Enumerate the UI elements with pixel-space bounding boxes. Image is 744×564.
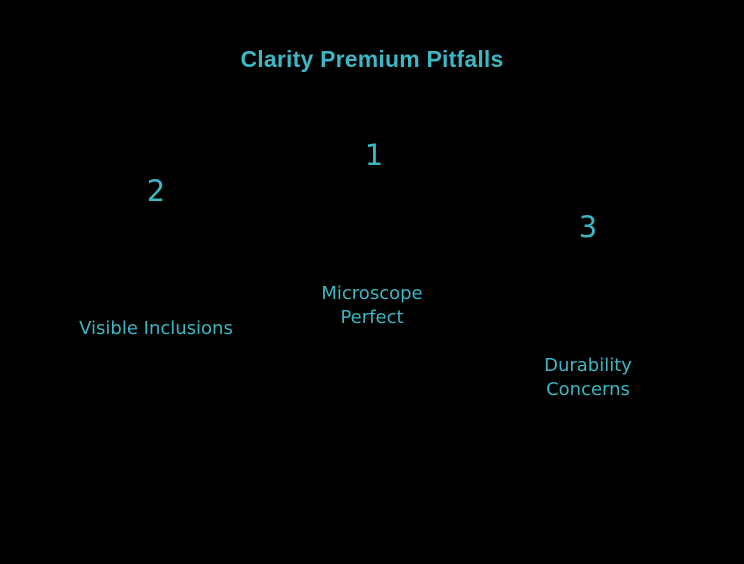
rank-number: 3 — [578, 210, 598, 244]
podium-label-line: Microscope — [321, 283, 423, 304]
podium-label: Visible Inclusions — [79, 318, 233, 339]
podium-label-line: Durability — [544, 355, 632, 376]
podium-rank-1: 1 Microscope Perfect — [278, 134, 466, 564]
rank-number: 1 — [364, 138, 384, 172]
podium-bar — [494, 256, 682, 564]
chart-title: Clarity Premium Pitfalls — [240, 46, 504, 72]
podium-rank-2: 2 Visible Inclusions — [62, 170, 250, 564]
podium-bar — [62, 220, 250, 564]
podium-label-line: Concerns — [546, 379, 630, 400]
podium-rank-3: 3 Durability Concerns — [494, 206, 682, 564]
rank-number: 2 — [146, 174, 166, 208]
podium-bar — [278, 184, 466, 564]
podium-label: Microscope Perfect — [278, 282, 466, 330]
podium-label: Durability Concerns — [494, 354, 682, 402]
podium-label-line: Perfect — [340, 307, 404, 328]
